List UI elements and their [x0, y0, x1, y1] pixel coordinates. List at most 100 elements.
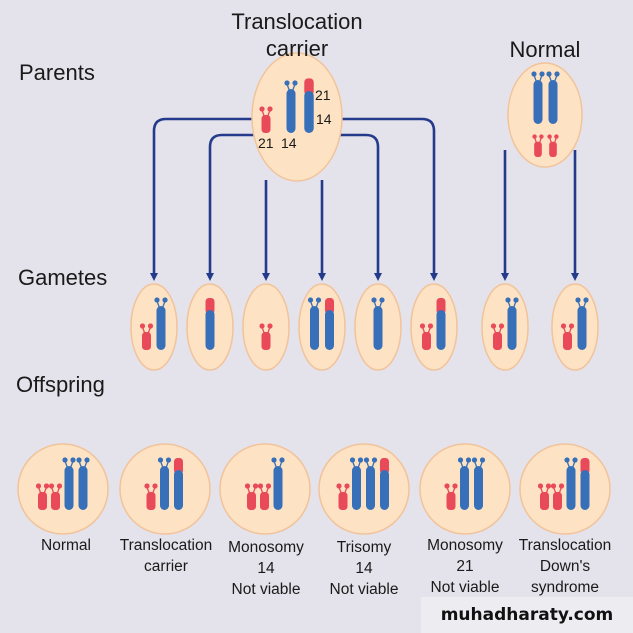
chromosome-14 — [531, 71, 545, 124]
caption-line: Monosomy — [228, 539, 304, 556]
offspring-caption-monosomy-21: Monosomy 21 Not viable — [427, 535, 503, 598]
chromosome-14 — [271, 457, 285, 510]
title-line: carrier — [265, 36, 329, 61]
chromosome-14 — [564, 457, 578, 510]
offspring-caption-translocation-carrier: Translocation carrier — [120, 535, 212, 577]
chromosome-14 — [157, 457, 172, 510]
offspring-cell — [119, 443, 211, 535]
chromosome-14-21-translocation — [325, 298, 334, 350]
chromosome-label-14: 14 — [316, 111, 332, 127]
offspring-caption-monosomy-14: Monosomy 14 Not viable — [228, 537, 304, 600]
gamete-cell — [298, 283, 346, 371]
caption-line: Trisomy — [336, 539, 392, 556]
cell-membrane — [318, 443, 410, 535]
inheritance-arrows — [150, 117, 579, 281]
offspring-caption-normal: Normal — [41, 535, 91, 556]
chromosome-14 — [363, 457, 378, 510]
chromosome-14 — [371, 297, 385, 350]
cell-membrane — [242, 283, 290, 371]
chromosome-21 — [537, 483, 552, 510]
chromosome-14 — [505, 297, 519, 350]
gamete-cell — [410, 283, 458, 371]
chromosome-21 — [257, 483, 272, 510]
chromosome-21 — [244, 483, 259, 510]
chromosome-14-21-translocation — [436, 298, 446, 350]
gamete-cell — [186, 283, 234, 371]
chromosome-14 — [471, 457, 486, 510]
chromosome-21 — [444, 483, 458, 510]
caption-line: Translocation — [518, 537, 612, 554]
cell-membrane — [219, 443, 311, 535]
cell-membrane — [251, 52, 343, 182]
arrow-to-gamete-1 — [150, 117, 258, 281]
chromosome-21 — [490, 323, 505, 350]
chromosome-14 — [284, 80, 298, 133]
gamete-cell — [130, 283, 178, 371]
row-label-gametes: Gametes — [18, 265, 108, 290]
cell-membrane — [519, 443, 611, 535]
cell-membrane — [551, 283, 599, 371]
gamete-cell — [481, 283, 529, 371]
chromosome-21 — [532, 134, 544, 157]
title-line: Normal — [509, 37, 581, 62]
caption-line: Down's — [539, 558, 591, 575]
chromosome-14-21-translocation — [174, 458, 183, 510]
caption-line: Translocation — [119, 537, 213, 554]
offspring-caption-translocation-downs: Translocation Down's syndrome — [519, 535, 611, 598]
chromosome-21 — [139, 323, 154, 350]
parent-cell-normal — [507, 62, 583, 168]
chromosome-21 — [550, 483, 565, 510]
chromosome-14 — [76, 457, 90, 510]
gamete-cell — [242, 283, 290, 371]
chromosome-14 — [575, 297, 589, 350]
caption-line: 14 — [355, 560, 373, 577]
chromosome-21 — [560, 323, 575, 350]
arrow-to-gamete-2 — [206, 133, 258, 281]
caption-line: 14 — [257, 560, 275, 577]
chromosome-14 — [62, 457, 76, 510]
title-line: Translocation — [231, 9, 363, 34]
chromosome-14 — [349, 457, 364, 510]
chromosome-21 — [419, 323, 434, 350]
cell-membrane — [410, 283, 458, 371]
caption-line: Monosomy — [427, 537, 503, 554]
chromosome-label-14: 14 — [281, 135, 297, 151]
cells: 21 14 21 14 — [17, 52, 611, 535]
chromosome-14-21-translocation — [304, 78, 314, 133]
chromosome-label-21: 21 — [315, 87, 331, 103]
offspring-cell — [219, 443, 311, 535]
offspring-caption-trisomy-14: Trisomy 14 Not viable — [330, 537, 399, 600]
parent-cell-translocation-carrier: 21 14 21 14 — [251, 52, 343, 182]
chromosome-21 — [259, 106, 273, 133]
offspring-cell — [519, 443, 611, 535]
parent-title-translocation-carrier: Translocation carrier — [231, 8, 362, 62]
gamete-cell — [551, 283, 599, 371]
chromosome-14 — [457, 457, 472, 510]
chromosome-14-21-translocation — [205, 298, 215, 350]
caption-line: Not viable — [430, 579, 500, 596]
chromosome-14-21-translocation — [380, 458, 389, 510]
row-label-parents: Parents — [19, 60, 95, 85]
caption-line: syndrome — [530, 579, 600, 596]
chromosome-21 — [547, 134, 559, 157]
gamete-cell — [354, 283, 402, 371]
chromosome-14 — [307, 297, 322, 350]
chromosome-21 — [336, 483, 350, 510]
chromosome-14 — [546, 71, 560, 124]
parent-title-normal: Normal — [510, 36, 581, 63]
offspring-cell — [318, 443, 410, 535]
caption-line: Not viable — [329, 581, 399, 598]
row-label-offspring: Offspring — [16, 372, 105, 397]
offspring-cell — [419, 443, 511, 535]
caption-line: 21 — [456, 558, 474, 575]
arrow-to-gamete-6 — [336, 117, 438, 281]
arrow-to-gamete-5 — [336, 133, 382, 281]
chromosome-14-21-translocation — [580, 458, 590, 510]
cell-membrane — [507, 62, 583, 168]
watermark: muhadharaty.com — [421, 597, 633, 633]
caption-line: Normal — [41, 537, 91, 554]
offspring-cell — [17, 443, 109, 535]
chromosome-label-21: 21 — [258, 135, 274, 151]
chromosome-21 — [259, 323, 273, 350]
